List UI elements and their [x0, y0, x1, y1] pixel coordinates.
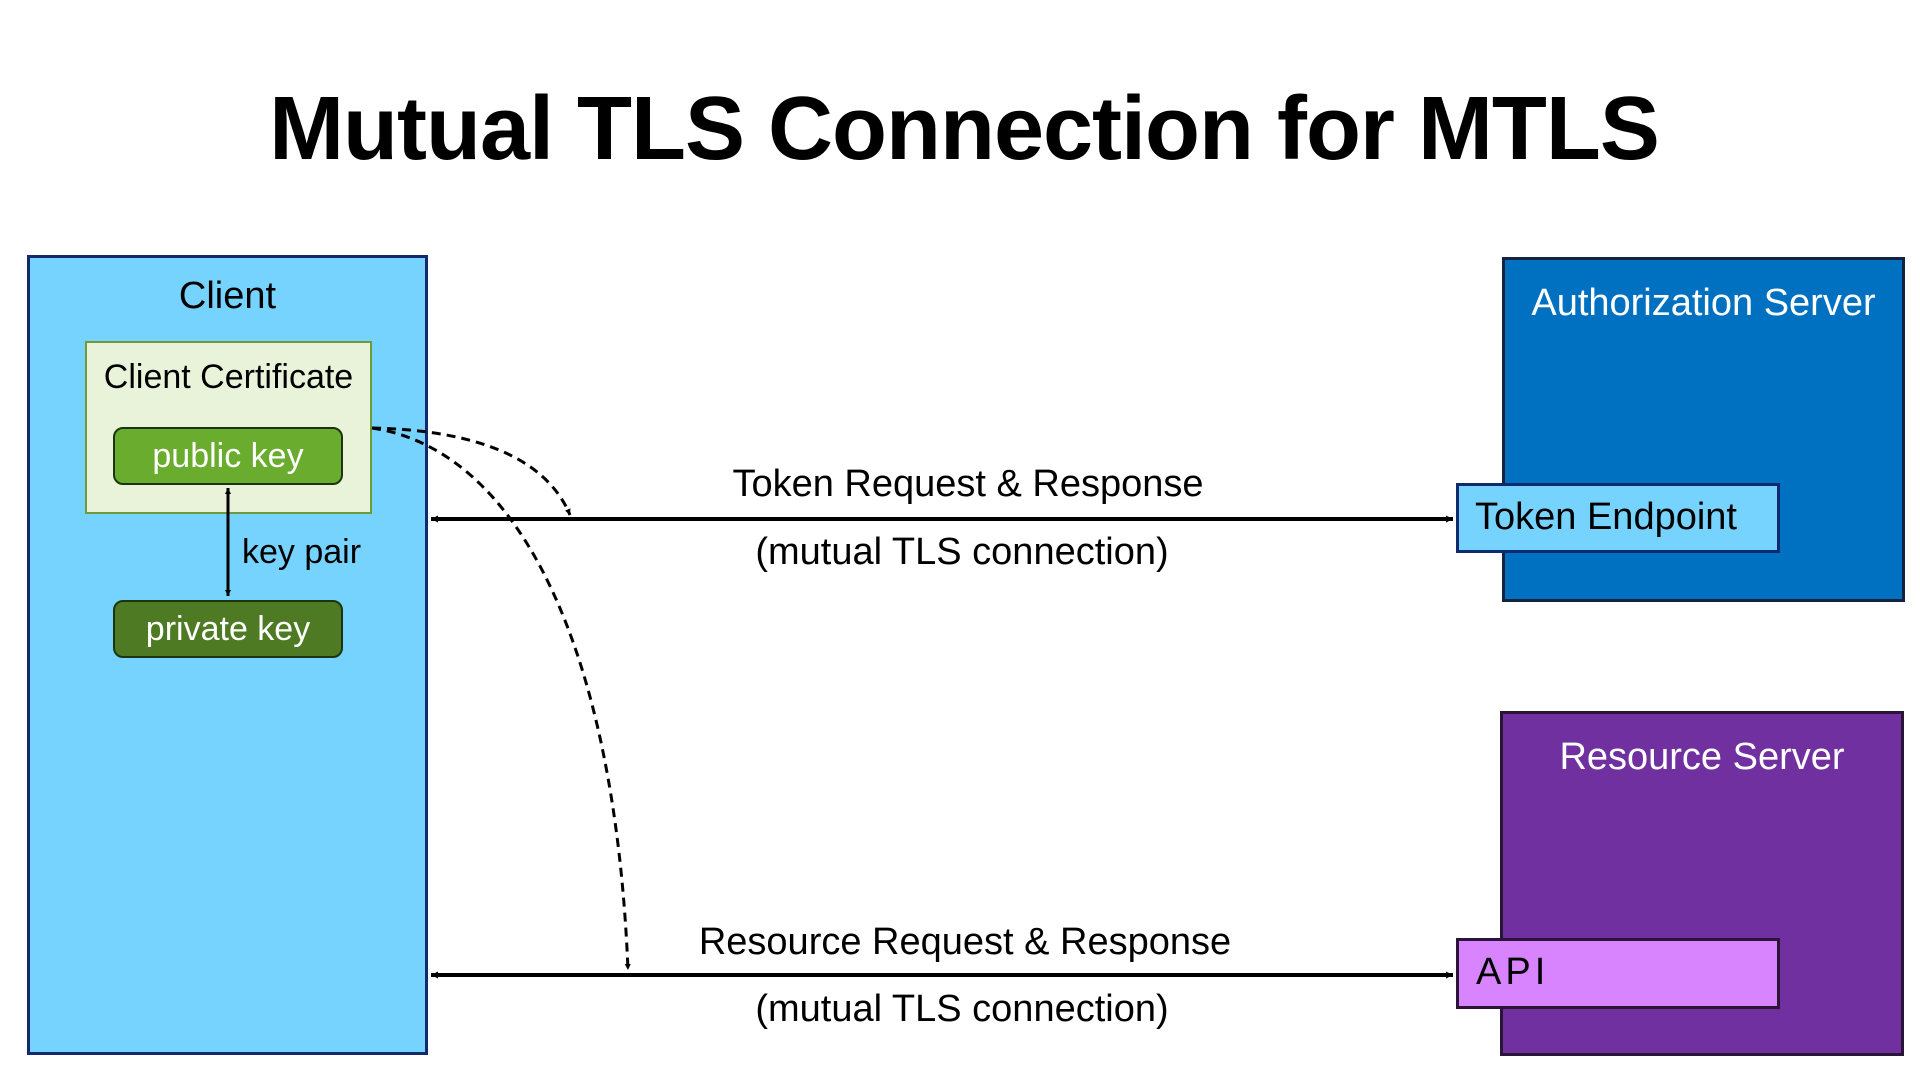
- private-key-box: private key: [113, 600, 343, 658]
- resource-connection-sublabel: (mutual TLS connection): [755, 988, 1169, 1030]
- certificate-to-resource-dashed-arrow: [371, 426, 631, 971]
- authorization-server-label: Authorization Server: [1531, 282, 1876, 324]
- public-key-box: public key: [113, 427, 343, 485]
- certificate-to-token-dashed-arrow: [371, 426, 572, 516]
- resource-server-label: Resource Server: [1559, 736, 1845, 778]
- token-connection-label: Token Request & Response: [732, 463, 1204, 505]
- client-certificate-label: Client Certificate: [103, 358, 354, 396]
- key-pair-label: key pair: [242, 533, 362, 571]
- client-label: Client: [178, 275, 277, 317]
- diagram-title: Mutual TLS Connection for MTLS: [269, 79, 1660, 179]
- resource-connection-label: Resource Request & Response: [698, 921, 1232, 963]
- token-connection-sublabel: (mutual TLS connection): [755, 531, 1169, 573]
- token-endpoint-box: Token Endpoint: [1456, 483, 1780, 553]
- api-endpoint-box: API: [1456, 938, 1780, 1009]
